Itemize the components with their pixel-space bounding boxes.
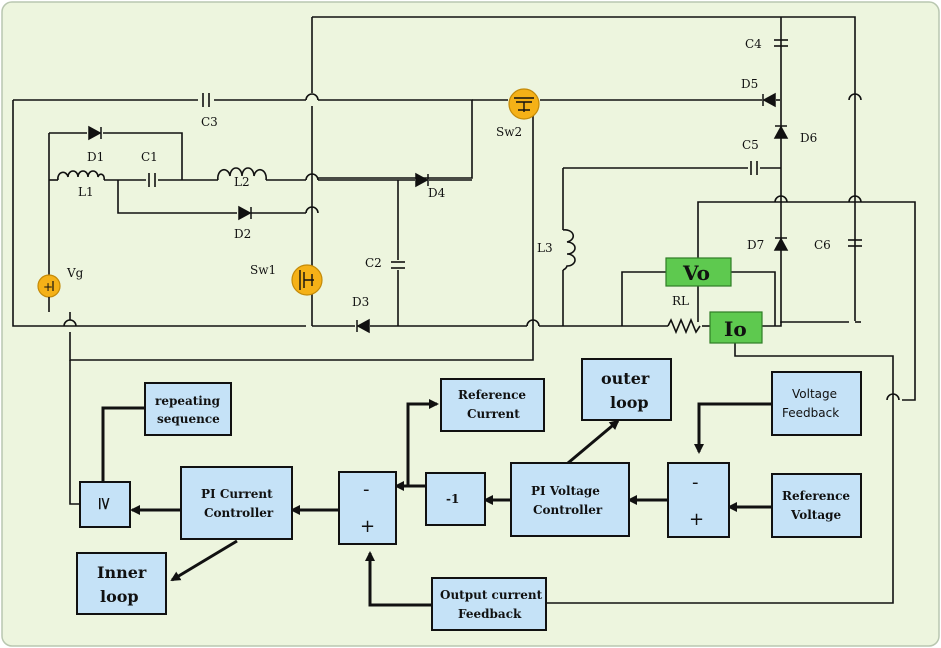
label-l1: L1	[78, 185, 94, 199]
pi-current-line1: PI Current	[201, 487, 273, 501]
outer-loop-line1: outer	[601, 369, 650, 388]
label-d3: D3	[352, 295, 369, 309]
inner-loop-line1: Inner	[97, 563, 147, 582]
capacitor-c5	[750, 161, 758, 175]
inner-loop-line2: loop	[100, 587, 139, 606]
switch-sw1	[291, 264, 323, 296]
diode-d7	[773, 237, 789, 251]
capacitor-c3	[202, 93, 210, 107]
label-c4: C4	[745, 37, 762, 51]
voltage-sum-minus: -	[692, 472, 699, 493]
diode-d6	[773, 125, 789, 139]
diode-d2	[238, 205, 252, 221]
reference-current-line1: Reference	[458, 388, 526, 402]
label-d6: D6	[800, 131, 817, 145]
diode-d4	[415, 172, 429, 188]
current-sum-plus: +	[360, 516, 375, 537]
repeating-sequence-line1: repeating	[155, 394, 221, 408]
label-l3: L3	[537, 241, 553, 255]
label-c2: C2	[365, 256, 382, 270]
capacitor-c2	[391, 261, 405, 269]
label-d7: D7	[747, 238, 764, 252]
reference-current-block: Reference Current	[440, 378, 545, 432]
control-wires	[98, 399, 772, 607]
label-d1: D1	[87, 150, 104, 164]
output-current-feedback-block: Output current Feedback	[431, 577, 547, 631]
outer-loop-block: outer loop	[581, 358, 672, 421]
switch-sw2	[508, 88, 540, 120]
voltage-sum-block: - +	[667, 462, 730, 538]
inductor-l1	[57, 170, 105, 181]
current-sum-minus: -	[363, 479, 370, 500]
repeating-sequence-block: repeating sequence	[144, 382, 232, 436]
capacitor-c6	[848, 239, 862, 247]
diode-d1	[88, 125, 102, 141]
pi-voltage-line1: PI Voltage	[531, 484, 600, 498]
comparator-block: ≥	[79, 481, 131, 528]
label-c6: C6	[814, 238, 831, 252]
output-current-feedback-line1: Output current	[440, 588, 543, 602]
voltage-feedback-line2: Feedback	[782, 406, 839, 420]
repeating-sequence-line2: sequence	[157, 412, 220, 426]
voltage-sum-plus: +	[689, 509, 704, 530]
reference-voltage-line2: Voltage	[790, 508, 841, 522]
label-c1: C1	[141, 150, 158, 164]
comparator-symbol: ≥	[94, 496, 115, 511]
io-meter-label: Io	[724, 317, 747, 341]
label-sw2: Sw2	[496, 125, 522, 139]
inner-loop-block: Inner loop	[76, 552, 167, 615]
reference-voltage-line1: Reference	[782, 489, 850, 503]
reference-voltage-block: Reference Voltage	[771, 473, 862, 538]
negate-gain-block: -1	[425, 472, 486, 526]
voltage-feedback-line1: Voltage	[792, 387, 837, 401]
voltage-feedback-block: Voltage Feedback	[771, 371, 862, 436]
label-sw1: Sw1	[250, 263, 276, 277]
pi-voltage-controller-block: PI Voltage Controller	[510, 462, 630, 537]
pi-voltage-line2: Controller	[533, 503, 603, 517]
label-d4: D4	[428, 186, 446, 200]
io-meter: Io	[709, 311, 763, 344]
capacitor-c4	[774, 39, 788, 47]
capacitor-c1	[148, 173, 156, 187]
circuit-wires	[12, 16, 916, 604]
vo-meter-label: Vo	[682, 261, 710, 285]
svg-text:+: +	[43, 280, 53, 294]
negate-gain-label: -1	[446, 492, 459, 506]
diode-d3	[356, 318, 370, 334]
pi-current-line2: Controller	[204, 506, 274, 520]
label-d5: D5	[741, 77, 758, 91]
label-c5: C5	[742, 138, 759, 152]
reference-current-line2: Current	[467, 407, 520, 421]
inductor-l2	[217, 167, 267, 181]
voltage-source-vg: +	[37, 274, 61, 312]
label-c3: C3	[201, 115, 218, 129]
label-rl: RL	[672, 294, 689, 308]
label-d2: D2	[234, 227, 251, 241]
diode-d5	[762, 92, 776, 108]
outer-loop-line2: loop	[610, 393, 649, 412]
current-sum-block: - +	[338, 471, 397, 545]
output-current-feedback-line2: Feedback	[458, 607, 522, 621]
vo-meter: Vo	[665, 257, 732, 287]
wire-crossings	[63, 93, 900, 401]
label-l2: L2	[234, 175, 250, 189]
inductor-l3	[562, 229, 576, 271]
pi-current-controller-block: PI Current Controller	[180, 466, 293, 540]
label-vg: Vg	[66, 266, 84, 280]
resistor-rl	[667, 317, 701, 335]
